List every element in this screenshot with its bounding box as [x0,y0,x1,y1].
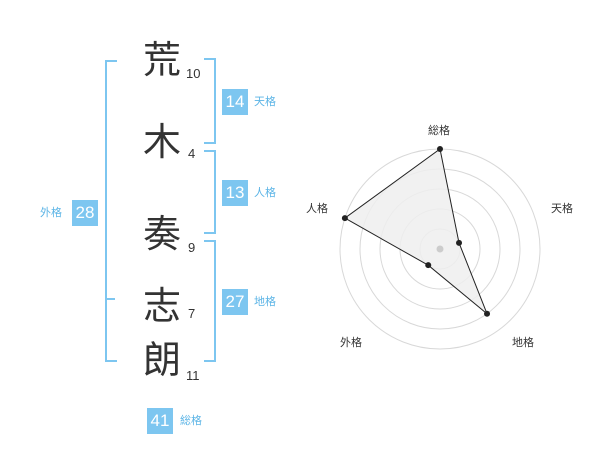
name-char-5: 朗 [142,338,181,382]
radar-polygon [343,148,488,315]
tenkaku-bracket [204,58,216,144]
jinkaku-label: 人格 [254,186,276,199]
name-char-2: 木 [142,120,181,164]
radar-axis-label-gaikaku: 外格 [340,336,362,349]
name-char-3: 奏 [142,212,181,256]
gaikaku-value: 28 [72,200,98,226]
radar-axis-label-soukaku: 総格 [428,124,450,137]
radar-point-1 [437,146,443,152]
chikaku-label: 地格 [254,295,276,308]
radar-point-4 [425,262,432,269]
radar-axis-label-jinkaku: 人格 [306,202,328,215]
radar-point-5 [341,215,348,222]
stroke-count-1: 10 [186,66,201,81]
radar-center-dot [436,245,444,253]
soukaku-value: 41 [147,408,173,434]
jinkaku-bracket [204,150,216,234]
gaikaku-bracket [105,60,117,362]
radar-point-2 [456,239,463,246]
soukaku-label: 総格 [180,414,202,427]
chikaku-bracket [204,240,216,362]
stroke-count-4: 7 [188,306,196,321]
tenkaku-label: 天格 [254,95,276,108]
gaikaku-bracket-tick [105,298,115,300]
jinkaku-value: 13 [222,180,248,206]
chikaku-value: 27 [222,289,248,315]
stroke-count-3: 9 [188,240,196,255]
stroke-count-2: 4 [188,146,196,161]
radar-axis-label-chikaku: 地格 [512,336,534,349]
name-char-4: 志 [142,284,181,328]
gaikaku-label: 外格 [40,206,62,219]
tenkaku-value: 14 [222,89,248,115]
radar-axis-label-tenkaku: 天格 [551,202,573,215]
stroke-count-5: 11 [186,368,200,383]
name-char-1: 荒 [142,38,181,82]
radar-point-3 [484,310,491,317]
